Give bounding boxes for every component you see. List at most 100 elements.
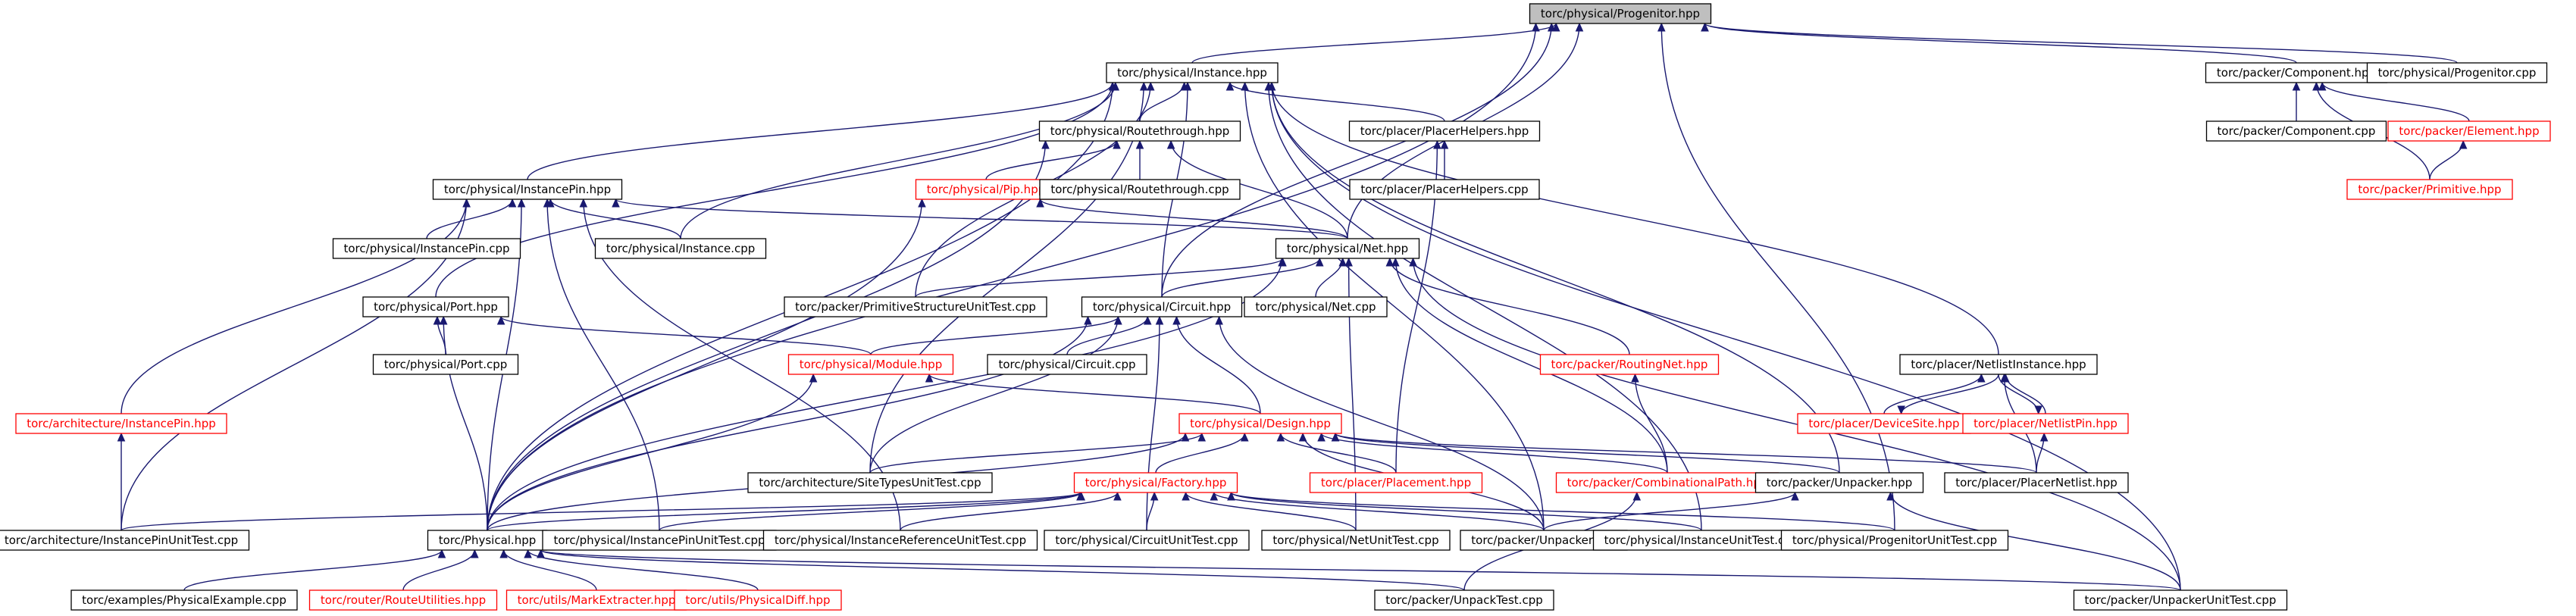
graph-node-routethrough-hpp[interactable]: torc/physical/Routethrough.hpp: [1038, 120, 1241, 142]
node-box: [2366, 62, 2548, 83]
graph-node-physicaldiff-hpp[interactable]: torc/utils/PhysicalDiff.hpp: [674, 589, 842, 611]
graph-node-progenitor-cpp[interactable]: torc/physical/Progenitor.cpp: [2366, 62, 2548, 83]
edge-routingnet-hpp-to-net-hpp: [1389, 258, 1630, 355]
node-label: torc/utils/PhysicalDiff.hpp: [685, 593, 830, 607]
graph-node-placerhelpers-cpp[interactable]: torc/placer/PlacerHelpers.cpp: [1349, 179, 1540, 200]
graph-node-component-hpp[interactable]: torc/packer/Component.hpp: [2205, 62, 2388, 83]
graph-node-element-hpp[interactable]: torc/packer/Element.hpp: [2387, 120, 2551, 142]
edge-placerhelpers-hpp-to-instance-hpp: [1229, 82, 1445, 122]
edge-unpacker-hpp-to-design-hpp: [1335, 433, 1840, 474]
edge-unpackertest-cpp-to-physical-hpp: [540, 549, 2181, 591]
graph-node-markextracter-hpp[interactable]: torc/utils/MarkExtracter.hpp: [505, 589, 687, 611]
edge-arrowhead: [1041, 139, 1050, 149]
graph-node-unpacker-hpp[interactable]: torc/packer/Unpacker.hpp: [1754, 472, 1924, 493]
node-box: [2346, 179, 2513, 200]
graph-node-progenitortest-cpp[interactable]: torc/physical/ProgenitorUnitTest.cpp: [1780, 530, 2009, 551]
edge-unpacker-hpp-to-instance-hpp: [1271, 82, 1840, 474]
graph-node-instpintest-cpp[interactable]: torc/physical/InstancePinUnitTest.cpp: [542, 530, 777, 551]
edge-arrowhead: [925, 373, 934, 383]
graph-node-placerhelpers-hpp[interactable]: torc/placer/PlacerHelpers.hpp: [1348, 120, 1541, 142]
graph-node-routingnet-hpp[interactable]: torc/packer/RoutingNet.hpp: [1539, 354, 1720, 375]
graph-node-routeutilities-hpp[interactable]: torc/router/RouteUtilities.hpp: [308, 589, 498, 611]
graph-node-physical-hpp[interactable]: torc/Physical.hpp: [427, 530, 548, 551]
graph-node-netlistinstance-hpp[interactable]: torc/placer/NetlistInstance.hpp: [1899, 354, 2098, 375]
edge-physicalexample-cpp-to-physical-hpp: [183, 549, 443, 591]
graph-node-unpackertest-cpp[interactable]: torc/packer/UnpackerUnitTest.cpp: [2073, 589, 2288, 611]
node-label: torc/physical/InstancePin.hpp: [444, 183, 611, 196]
edge-arrowhead: [1977, 373, 1986, 383]
edge-physical-hpp-to-pip-hpp: [487, 199, 923, 531]
edge-arrowhead: [1155, 315, 1164, 325]
node-box: [784, 296, 1047, 317]
graph-node-netlistpin-hpp[interactable]: torc/placer/NetlistPin.hpp: [1962, 413, 2129, 434]
graph-node-circuit-hpp[interactable]: torc/physical/Circuit.hpp: [1081, 296, 1243, 317]
edge-arrowhead: [1276, 432, 1285, 442]
graph-node-net-hpp[interactable]: torc/physical/Net.hpp: [1275, 238, 1420, 259]
node-box: [2073, 589, 2288, 611]
graph-node-placernetlist-hpp[interactable]: torc/placer/PlacerNetlist.hpp: [1944, 472, 2129, 493]
edge-instreftest-cpp-to-factory-hpp: [900, 492, 1119, 531]
graph-node-primitive-hpp[interactable]: torc/packer/Primitive.hpp: [2346, 179, 2513, 200]
edge-pip-hpp-to-routethrough-hpp: [985, 140, 1118, 180]
graph-node-design-hpp[interactable]: torc/physical/Design.hpp: [1178, 413, 1342, 434]
edge-primitive-hpp-to-element-hpp: [2429, 140, 2464, 180]
node-box: [1899, 354, 2098, 375]
graph-node-unpacktest-cpp[interactable]: torc/packer/UnpackTest.cpp: [1374, 589, 1554, 611]
edge-arrowhead: [1631, 373, 1639, 383]
edge-arrowhead: [2312, 81, 2321, 91]
edge-arrowhead: [1315, 257, 1324, 267]
edge-arrowhead: [1440, 139, 1449, 149]
graph-node-component-cpp[interactable]: torc/packer/Component.cpp: [2205, 120, 2387, 142]
graph-node-pip-hpp[interactable]: torc/physical/Pip.hpp: [915, 179, 1057, 200]
node-label: torc/physical/Routethrough.cpp: [1050, 183, 1229, 196]
graph-node-arch-instancepin-hpp[interactable]: torc/architecture/InstancePin.hpp: [15, 413, 227, 434]
graph-node-placement-hpp[interactable]: torc/placer/Placement.hpp: [1309, 472, 1483, 493]
graph-node-instreftest-cpp[interactable]: torc/physical/InstanceReferenceUnitTest.…: [762, 530, 1038, 551]
graph-node-sitetypes-cpp[interactable]: torc/architecture/SiteTypesUnitTest.cpp: [747, 472, 993, 493]
edge-instancepin-cpp-to-instancepin-hpp: [426, 199, 513, 239]
node-label: torc/packer/UnpackerUnitTest.cpp: [2085, 593, 2277, 607]
graph-node-combpath-hpp[interactable]: torc/packer/CombinationalPath.hpp: [1555, 472, 1779, 493]
graph-node-instancepin-hpp[interactable]: torc/physical/InstancePin.hpp: [432, 179, 623, 200]
node-box: [1106, 62, 1279, 83]
graph-node-port-cpp[interactable]: torc/physical/Port.cpp: [372, 354, 519, 375]
node-label: torc/physical/InstanceReferenceUnitTest.…: [775, 533, 1026, 547]
graph-node-instance-hpp[interactable]: torc/physical/Instance.hpp: [1106, 62, 1279, 83]
node-label: torc/physical/InstancePin.cpp: [344, 242, 510, 255]
edge-physicaldiff-hpp-to-physical-hpp: [527, 549, 759, 591]
edge-arrowhead: [1547, 22, 1556, 32]
edge-instancetest-cpp-to-factory-hpp: [1230, 492, 1702, 531]
graph-node-devicesite-hpp[interactable]: torc/placer/DeviceSite.hpp: [1797, 413, 1971, 434]
graph-node-circuit-cpp[interactable]: torc/physical/Circuit.cpp: [987, 354, 1147, 375]
graph-node-arch-instpintest-cpp[interactable]: torc/architecture/InstancePinUnitTest.cp…: [0, 530, 250, 551]
edge-arrowhead: [1331, 432, 1340, 442]
graph-node-module-hpp[interactable]: torc/physical/Module.hpp: [787, 354, 954, 375]
graph-node-instance-cpp[interactable]: torc/physical/Instance.cpp: [594, 238, 767, 259]
edge-arrowhead: [1241, 81, 1249, 91]
graph-node-factory-hpp[interactable]: torc/physical/Factory.hpp: [1073, 472, 1238, 493]
edge-arch-instancepin-hpp-to-instancepin-hpp: [121, 199, 468, 414]
graph-node-instancepin-cpp[interactable]: torc/physical/InstancePin.cpp: [332, 238, 521, 259]
edge-arrowhead: [1084, 315, 1092, 325]
edge-arrowhead: [1701, 22, 1709, 32]
node-label: torc/physical/InstanceUnitTest.cpp: [1604, 533, 1799, 547]
node-label: torc/router/RouteUtilities.hpp: [321, 593, 486, 607]
node-label: torc/physical/InstancePinUnitTest.cpp: [553, 533, 765, 547]
edge-arrowhead: [1344, 257, 1353, 267]
graph-node-nettest-cpp[interactable]: torc/physical/NetUnitTest.cpp: [1261, 530, 1451, 551]
edge-placernetlist-hpp-to-design-hpp: [1335, 433, 2037, 474]
edge-arrowhead: [439, 315, 448, 325]
edge-pstest-cpp-to-net-hpp: [915, 258, 1284, 298]
node-box: [70, 589, 298, 611]
edge-arrowhead: [1264, 81, 1273, 91]
edge-netlistinstance-hpp-to-instance-hpp: [1271, 82, 1999, 355]
edge-arrowhead: [1210, 491, 1219, 501]
graph-node-net-cpp[interactable]: torc/physical/Net.cpp: [1244, 296, 1388, 317]
graph-node-port-hpp[interactable]: torc/physical/Port.hpp: [362, 296, 509, 317]
node-box: [1797, 413, 1971, 434]
graph-node-circuittest-cpp[interactable]: torc/physical/CircuitUnitTest.cpp: [1044, 530, 1250, 551]
graph-node-pstest-cpp[interactable]: torc/packer/PrimitiveStructureUnitTest.c…: [784, 296, 1047, 317]
graph-node-instancetest-cpp[interactable]: torc/physical/InstanceUnitTest.cpp: [1592, 530, 1811, 551]
graph-node-physicalexample-cpp[interactable]: torc/examples/PhysicalExample.cpp: [70, 589, 298, 611]
graph-node-routethrough-cpp[interactable]: torc/physical/Routethrough.cpp: [1039, 179, 1241, 200]
